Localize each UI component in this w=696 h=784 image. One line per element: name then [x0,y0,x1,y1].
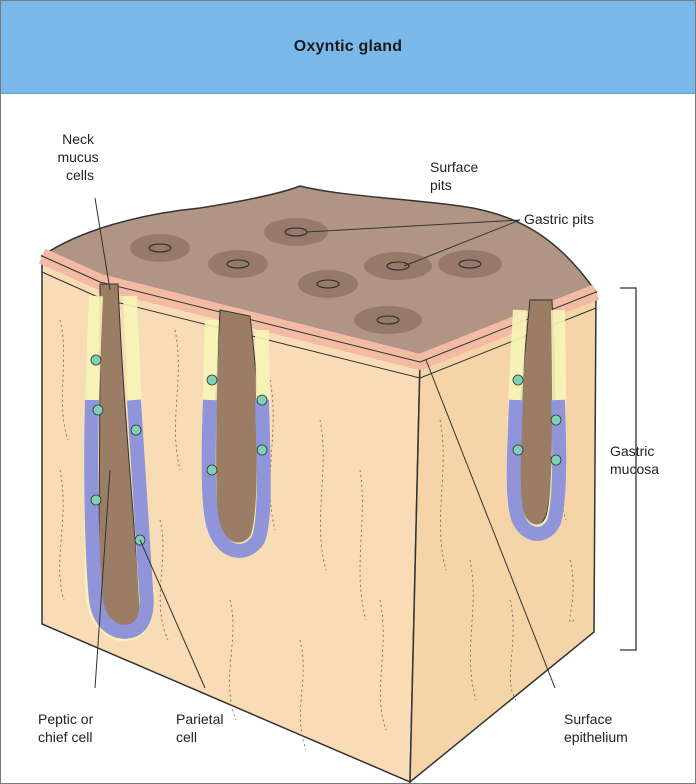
label-surface-pits: Surface pits [430,159,482,193]
label-gastric-pits: Gastric pits [524,211,594,227]
label-neck-mucus-cells: Neck mucus cells [57,131,102,183]
label-parietal-cell: Parietal cell [176,711,227,745]
tissue-right-face [410,292,596,782]
label-peptic-or-chief-cell: Peptic or chief cell [38,711,97,745]
label-gastric-mucosa: Gastric mucosa [610,443,659,477]
label-surface-epithelium: Surface epithelium [564,711,628,745]
gland-middle [209,310,264,551]
gland-left [91,284,146,634]
